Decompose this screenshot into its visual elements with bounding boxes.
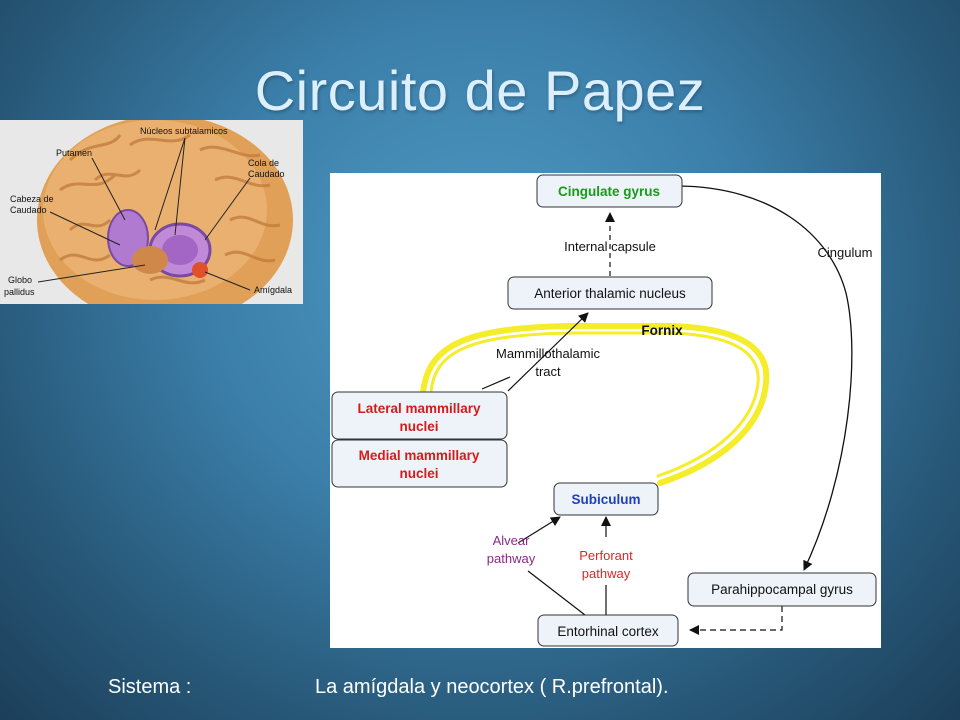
node-cingulate-label: Cingulate gyrus — [558, 184, 660, 199]
node-subiculum: Subiculum — [553, 482, 659, 516]
label-globo: Globo — [8, 275, 32, 285]
node-lateral-mammillary-label-1: Lateral mammillary — [357, 401, 481, 416]
label-amigdala: Amígdala — [254, 285, 292, 295]
label-perforant-1: Perforant — [579, 548, 633, 563]
label-putamen: Putamen — [56, 148, 92, 158]
amygdala-shape — [192, 262, 208, 278]
slide-title: Circuito de Papez — [254, 59, 706, 122]
label-mammillothalamic-1: Mammillothalamic — [496, 346, 601, 361]
node-entorhinal-label: Entorhinal cortex — [557, 624, 659, 639]
node-cingulate: Cingulate gyrus — [536, 174, 683, 208]
label-pallidus: pallidus — [4, 287, 35, 297]
papez-diagram-svg: Cingulate gyrus Anterior thalamic nucleu… — [331, 174, 877, 647]
label-cola: Cola de — [248, 158, 279, 168]
label-internal-capsule: Internal capsule — [564, 239, 656, 254]
node-lateral-mammillary: Lateral mammillary nuclei — [331, 391, 508, 440]
brain-image: Núcleos subtalamicos Putamen Cola de Cau… — [0, 120, 303, 304]
node-medial-mammillary-label-2: nuclei — [399, 466, 438, 481]
label-cingulum: Cingulum — [818, 245, 873, 260]
label-caudado-left: Caudado — [10, 205, 47, 215]
node-parahippocampal-label: Parahippocampal gyrus — [711, 582, 853, 597]
label-cabeza: Cabeza de — [10, 194, 54, 204]
label-mammillothalamic-2: tract — [535, 364, 561, 379]
footer-text: La amígdala y neocortex ( R.prefrontal). — [315, 676, 669, 698]
node-lateral-mammillary-label-2: nuclei — [399, 419, 438, 434]
node-parahippocampal: Parahippocampal gyrus — [687, 572, 877, 607]
label-perforant-2: pathway — [582, 566, 631, 581]
brain-illustration: Núcleos subtalamicos Putamen Cola de Cau… — [0, 120, 303, 304]
fornix-arc — [420, 323, 770, 486]
node-anterior-thalamic-label: Anterior thalamic nucleus — [534, 286, 686, 301]
label-alvear-1: Alvear — [493, 533, 531, 548]
papez-diagram: Cingulate gyrus Anterior thalamic nucleu… — [330, 173, 881, 648]
footer-label: Sistema : — [108, 676, 192, 698]
label-alvear-2: pathway — [487, 551, 536, 566]
node-entorhinal: Entorhinal cortex — [537, 614, 679, 647]
node-anterior-thalamic: Anterior thalamic nucleus — [507, 276, 713, 310]
node-subiculum-label: Subiculum — [571, 492, 640, 507]
alvear-arrow — [517, 516, 561, 544]
label-fornix: Fornix — [641, 323, 683, 338]
mammillothalamic-arrow — [507, 312, 589, 392]
label-caudado-right: Caudado — [248, 169, 285, 179]
node-medial-mammillary-label-1: Medial mammillary — [359, 448, 480, 463]
node-medial-mammillary: Medial mammillary nuclei — [331, 439, 508, 488]
parahippocampal-entorhinal-arrow — [689, 606, 783, 635]
label-nucleos: Núcleos subtalamicos — [140, 126, 228, 136]
cingulum-arrow — [678, 185, 853, 571]
